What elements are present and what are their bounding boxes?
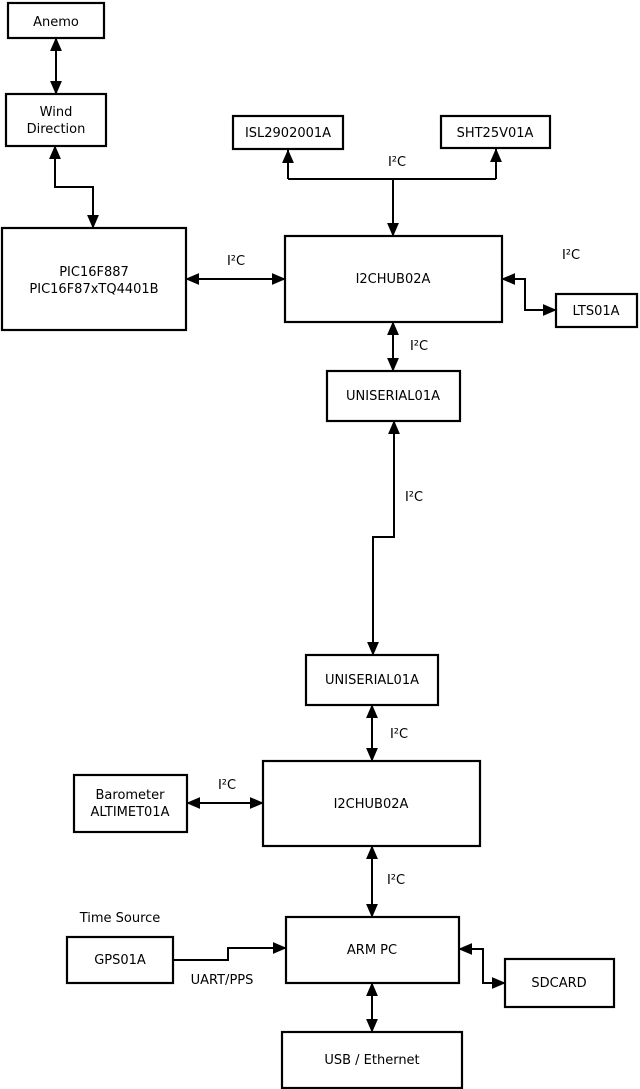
node-i2chub02a-bottom: I2CHUB02A <box>261 759 482 848</box>
label-i2c-uniserial-link: I²C <box>405 490 423 505</box>
node-uniserial01a-lower: UNISERIAL01A <box>304 653 440 707</box>
wind-direction-box <box>4 92 108 148</box>
pic16f887-box <box>0 226 188 332</box>
label-i2c-uniserial-hub2: I²C <box>390 727 408 742</box>
uniserial01a-lower-label: UNISERIAL01A <box>325 673 419 688</box>
gps01a-box <box>65 935 175 985</box>
node-anemo: Anemo <box>6 1 106 40</box>
label-time-source: Time Source <box>79 911 161 926</box>
node-lts01a: LTS01A <box>554 292 639 329</box>
pic16f887-label-line2: PIC16F87xTQ4401B <box>29 282 158 297</box>
label-i2c-hub-uniserial: I²C <box>410 339 428 354</box>
uniserial01a-upper-label: UNISERIAL01A <box>346 389 440 404</box>
arm-pc-label: ARM PC <box>347 943 397 958</box>
pic16f887-label-line1: PIC16F887 <box>59 265 129 280</box>
uniserial01a-upper-box <box>325 369 462 423</box>
uniserial01a-lower-box <box>304 653 440 707</box>
node-sht25v01a: SHT25V01A <box>439 114 552 150</box>
node-usb-ethernet: USB / Ethernet <box>280 1030 464 1089</box>
wind-direction-label-line2: Direction <box>27 122 86 137</box>
node-isl2902001a: ISL2902001A <box>231 114 345 151</box>
lts01a-box <box>554 292 639 329</box>
usb-ethernet-label: USB / Ethernet <box>324 1053 419 1068</box>
edge-armpc-sdcard <box>458 943 506 989</box>
i2chub02a-bottom-box <box>261 759 482 848</box>
node-uniserial01a-upper: UNISERIAL01A <box>325 369 462 423</box>
arm-pc-box <box>284 915 461 985</box>
edge-uniserial-upper-lower <box>367 420 400 656</box>
sht25v01a-label: SHT25V01A <box>457 126 534 141</box>
node-pic16f887: PIC16F887 PIC16F87xTQ4401B <box>0 226 188 332</box>
node-wind-direction: Wind Direction <box>4 92 108 148</box>
wind-direction-label-line1: Wind <box>40 105 73 120</box>
lts01a-label: LTS01A <box>572 304 619 319</box>
anemo-box <box>6 1 106 40</box>
label-i2c-pic-hub: I²C <box>227 254 245 269</box>
node-i2chub02a-top: I2CHUB02A <box>283 234 504 324</box>
node-barometer-altimet01a: Barometer ALTIMET01A <box>72 773 189 834</box>
edge-gps-armpc <box>173 942 287 961</box>
edge-hub-top-lts <box>501 273 557 316</box>
node-sdcard: SDCARD <box>503 957 616 1009</box>
isl2902001a-label: ISL2902001A <box>245 126 331 141</box>
i2chub02a-top-label: I2CHUB02A <box>356 272 431 287</box>
barometer-label-line1: Barometer <box>96 788 166 803</box>
gps01a-label: GPS01A <box>94 953 146 968</box>
node-gps01a: GPS01A <box>65 935 175 985</box>
label-i2c-bus-top: I²C <box>388 155 406 170</box>
anemo-label: Anemo <box>33 15 79 30</box>
edge-wind-direction-pic <box>49 145 99 229</box>
label-i2c-barometer-hub2: I²C <box>218 778 236 793</box>
barometer-label-line2: ALTIMET01A <box>91 805 170 820</box>
barometer-box <box>72 773 189 834</box>
sdcard-box <box>503 957 616 1009</box>
isl2902001a-box <box>231 114 345 151</box>
edges <box>49 37 557 1033</box>
i2chub02a-top-box <box>283 234 504 324</box>
sht25v01a-box <box>439 114 552 150</box>
i2chub02a-bottom-label: I2CHUB02A <box>334 797 409 812</box>
label-uart-pps: UART/PPS <box>191 973 254 988</box>
label-i2c-hub2-armpc: I²C <box>387 873 405 888</box>
sdcard-label: SDCARD <box>531 976 586 991</box>
edge-labels: I²C I²C I²C I²C I²C I²C I²C I²C Time Sou… <box>79 155 580 988</box>
usb-ethernet-box <box>280 1030 464 1089</box>
label-i2c-hub-lts: I²C <box>562 248 580 263</box>
node-arm-pc: ARM PC <box>284 915 461 985</box>
